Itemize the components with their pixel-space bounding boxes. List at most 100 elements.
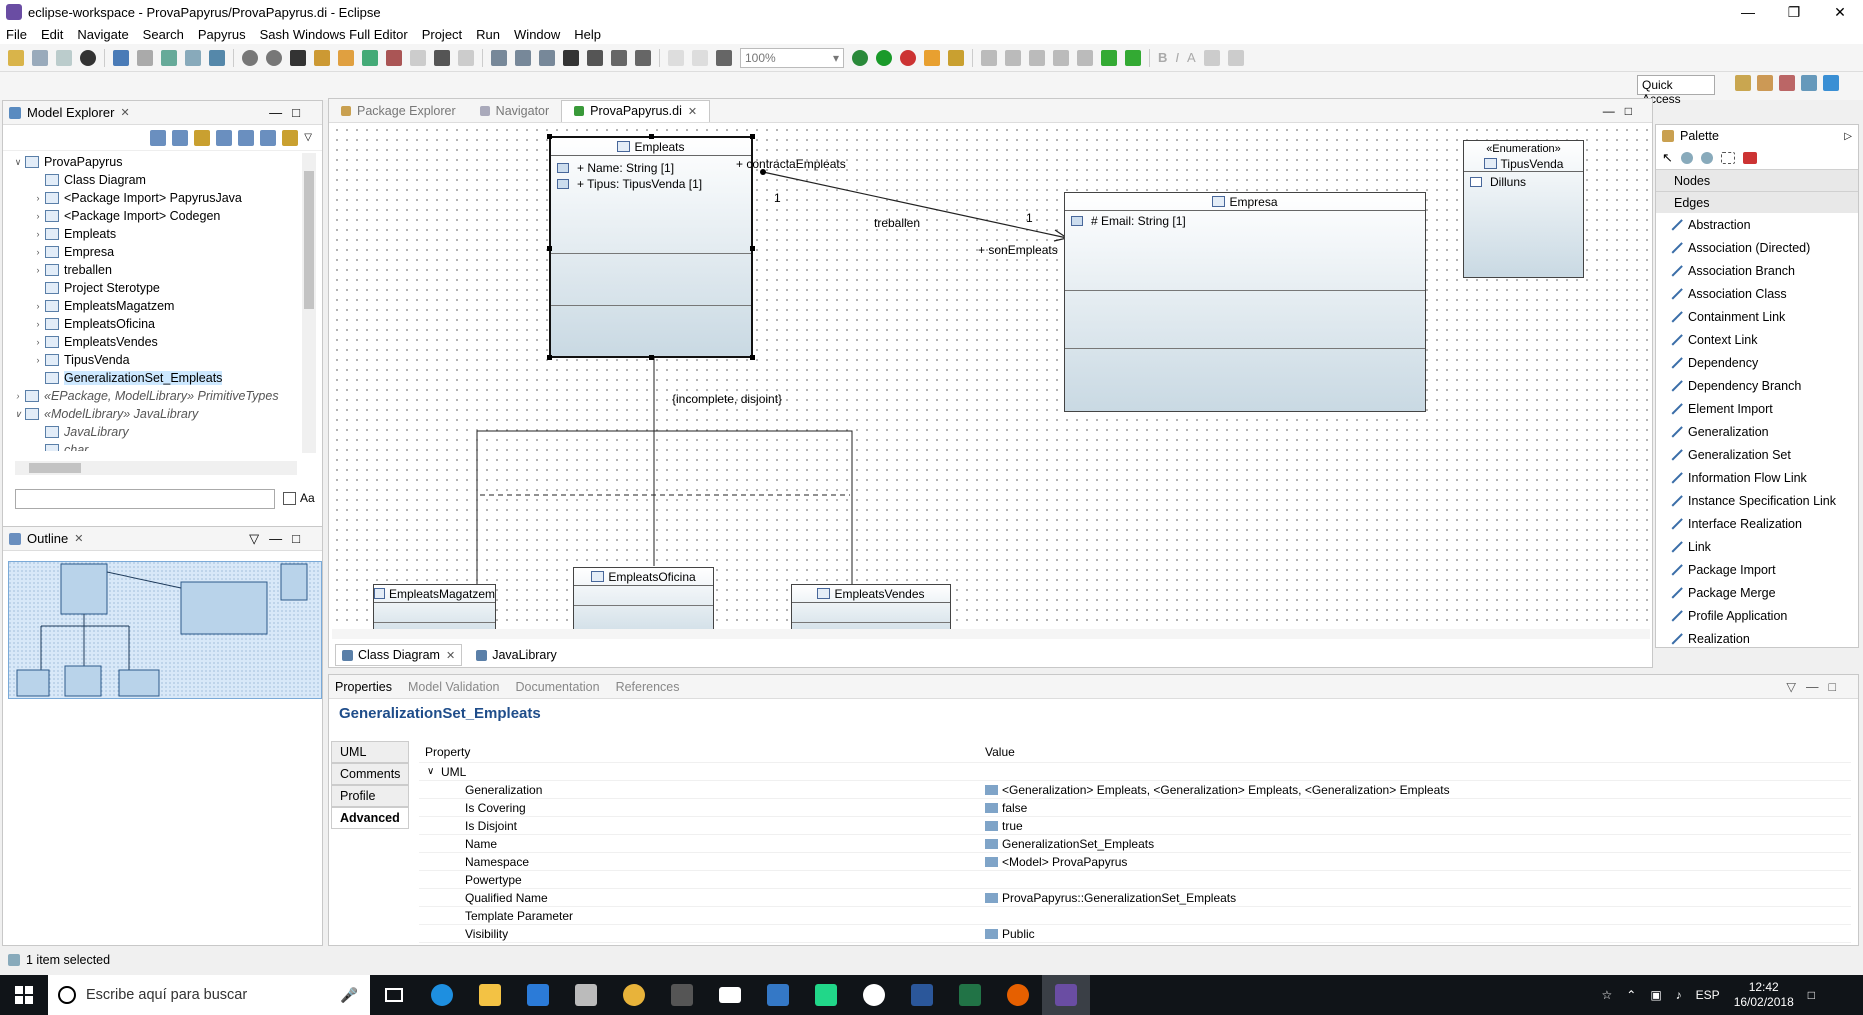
calculator-icon[interactable] bbox=[658, 975, 706, 1015]
close-icon[interactable]: ✕ bbox=[687, 105, 698, 118]
palette-tool-item[interactable]: Package Import bbox=[1656, 558, 1858, 581]
palette-tool-item[interactable]: Interface Realization bbox=[1656, 512, 1858, 535]
italic-icon[interactable]: I bbox=[1175, 50, 1180, 65]
pycharm-icon[interactable] bbox=[802, 975, 850, 1015]
expand-icon[interactable] bbox=[172, 129, 189, 146]
eclipse-taskbar-icon[interactable] bbox=[1042, 975, 1090, 1015]
menu-edit[interactable]: Edit bbox=[40, 26, 64, 42]
bold-icon[interactable]: B bbox=[1158, 50, 1168, 65]
writer-icon[interactable] bbox=[754, 975, 802, 1015]
property-value[interactable]: true bbox=[985, 819, 1851, 833]
menu-help[interactable]: Help bbox=[574, 26, 602, 42]
excel-icon[interactable] bbox=[946, 975, 994, 1015]
terminal-icon[interactable] bbox=[113, 49, 129, 66]
store-icon[interactable] bbox=[514, 975, 562, 1015]
save-icon[interactable] bbox=[32, 49, 48, 66]
assoc-end2-multiplicity[interactable]: 1 bbox=[1026, 211, 1033, 225]
select-icon[interactable] bbox=[290, 49, 306, 66]
property-value[interactable]: Public bbox=[985, 927, 1851, 941]
arrow-right-icon[interactable] bbox=[434, 49, 450, 66]
search-icon[interactable] bbox=[948, 49, 964, 66]
class-empleatsmagatzem[interactable]: EmpleatsMagatzem bbox=[373, 584, 496, 629]
side-tab-comments[interactable]: Comments bbox=[331, 763, 409, 785]
view-menu-icon[interactable]: ▽ bbox=[304, 132, 312, 143]
chevron-down-icon[interactable]: ∨ bbox=[14, 408, 22, 419]
debug-icon[interactable] bbox=[80, 49, 96, 66]
maximize-button[interactable]: ❐ bbox=[1787, 3, 1801, 20]
route-icon[interactable] bbox=[458, 49, 474, 66]
zoom-in-icon[interactable] bbox=[1680, 152, 1693, 164]
tree-item[interactable]: ›EmpleatsOficina bbox=[3, 315, 303, 333]
palette-collapse-icon[interactable]: ▷ bbox=[1844, 130, 1852, 142]
sort-icon[interactable] bbox=[216, 129, 233, 146]
chevron-right-icon[interactable]: › bbox=[36, 301, 40, 311]
tab-properties[interactable]: Properties bbox=[335, 679, 392, 694]
notifications-icon[interactable]: □ bbox=[1807, 988, 1815, 1002]
enumeration-tipusvenda[interactable]: «Enumeration» TipusVenda Dilluns bbox=[1463, 140, 1584, 278]
zoom-fit-icon[interactable] bbox=[716, 49, 732, 66]
tree-item[interactable]: GeneralizationSet_Empleats bbox=[3, 369, 303, 387]
tab-javalibrary[interactable]: JavaLibrary bbox=[470, 645, 563, 665]
align-icon[interactable] bbox=[491, 49, 507, 66]
editor-min-max-icons[interactable]: —□ bbox=[1602, 104, 1642, 118]
java-perspective-icon[interactable] bbox=[1757, 75, 1773, 91]
link-editor-icon[interactable] bbox=[282, 129, 299, 146]
properties-view-icons[interactable]: ▽—□ bbox=[1786, 680, 1846, 694]
edge-icon[interactable] bbox=[418, 975, 466, 1015]
tree-item[interactable]: ›<Package Import> PapyrusJava bbox=[3, 189, 303, 207]
assoc-end2-role[interactable]: + sonEmpleats bbox=[978, 243, 1058, 257]
menu-window[interactable]: Window bbox=[514, 26, 561, 42]
nav-forward-icon[interactable] bbox=[1125, 49, 1141, 66]
chevron-down-icon[interactable]: ∨ bbox=[14, 156, 22, 167]
tab-class-diagram[interactable]: Class Diagram✕ bbox=[335, 644, 463, 666]
nav-icon[interactable] bbox=[611, 49, 627, 66]
chevron-right-icon[interactable]: › bbox=[36, 265, 40, 275]
chevron-right-icon[interactable]: › bbox=[36, 337, 40, 347]
chevron-right-icon[interactable]: › bbox=[36, 193, 40, 203]
text-icon[interactable]: A bbox=[1187, 50, 1196, 65]
word-icon[interactable] bbox=[898, 975, 946, 1015]
tree-item[interactable]: JavaLibrary bbox=[3, 423, 303, 441]
palette-tool-item[interactable]: Generalization bbox=[1656, 420, 1858, 443]
tree-vertical-scrollbar[interactable] bbox=[302, 153, 316, 453]
menu-file[interactable]: File bbox=[6, 26, 27, 42]
papyrus-perspective-icon[interactable] bbox=[1823, 75, 1839, 91]
circle-icon[interactable] bbox=[242, 49, 258, 66]
nav-back-icon[interactable] bbox=[1101, 49, 1117, 66]
minimize-button[interactable]: — bbox=[1741, 4, 1755, 20]
people-icon[interactable]: ☆ bbox=[1601, 988, 1613, 1002]
lines-icon[interactable] bbox=[563, 49, 579, 66]
bug-icon[interactable] bbox=[852, 49, 868, 66]
property-row[interactable]: Template Parameter bbox=[419, 907, 1851, 925]
snap-icon[interactable] bbox=[692, 49, 708, 66]
palette-tool-item[interactable]: Information Flow Link bbox=[1656, 466, 1858, 489]
palette-tool-item[interactable]: Generalization Set bbox=[1656, 443, 1858, 466]
link-icon[interactable] bbox=[209, 49, 225, 66]
property-value[interactable]: <Generalization> Empleats, <Generalizati… bbox=[985, 783, 1851, 797]
menu-search[interactable]: Search bbox=[142, 26, 184, 42]
filter-icon[interactable] bbox=[587, 49, 603, 66]
outline-thumbnail[interactable] bbox=[8, 561, 322, 699]
menu-navigate[interactable]: Navigate bbox=[77, 26, 129, 42]
save-all-icon[interactable] bbox=[56, 49, 72, 66]
language-indicator[interactable]: ESP bbox=[1695, 988, 1720, 1002]
menu-sash-windows[interactable]: Sash Windows Full Editor bbox=[259, 26, 408, 42]
chevron-right-icon[interactable]: › bbox=[36, 247, 40, 257]
tree-filter-input[interactable] bbox=[15, 489, 275, 509]
palette-drawer-nodes[interactable]: Nodes bbox=[1656, 169, 1858, 191]
property-value[interactable]: GeneralizationSet_Empleats bbox=[985, 837, 1851, 851]
palette-tool-item[interactable]: Element Import bbox=[1656, 397, 1858, 420]
palette-tool-item[interactable]: Context Link bbox=[1656, 328, 1858, 351]
close-icon[interactable]: ✕ bbox=[120, 107, 130, 119]
outline-tab[interactable]: Outline ✕ ▽—□ bbox=[3, 527, 322, 551]
palette-tool-item[interactable]: Realization bbox=[1656, 627, 1858, 650]
property-value[interactable]: false bbox=[985, 801, 1851, 815]
tree-item[interactable]: Project Sterotype bbox=[3, 279, 303, 297]
close-icon[interactable]: ✕ bbox=[445, 649, 456, 662]
palette-tool-item[interactable]: Dependency bbox=[1656, 351, 1858, 374]
mail-icon[interactable] bbox=[706, 975, 754, 1015]
run-icon[interactable] bbox=[876, 49, 892, 66]
palette-drawer-edges[interactable]: Edges bbox=[1656, 191, 1858, 213]
